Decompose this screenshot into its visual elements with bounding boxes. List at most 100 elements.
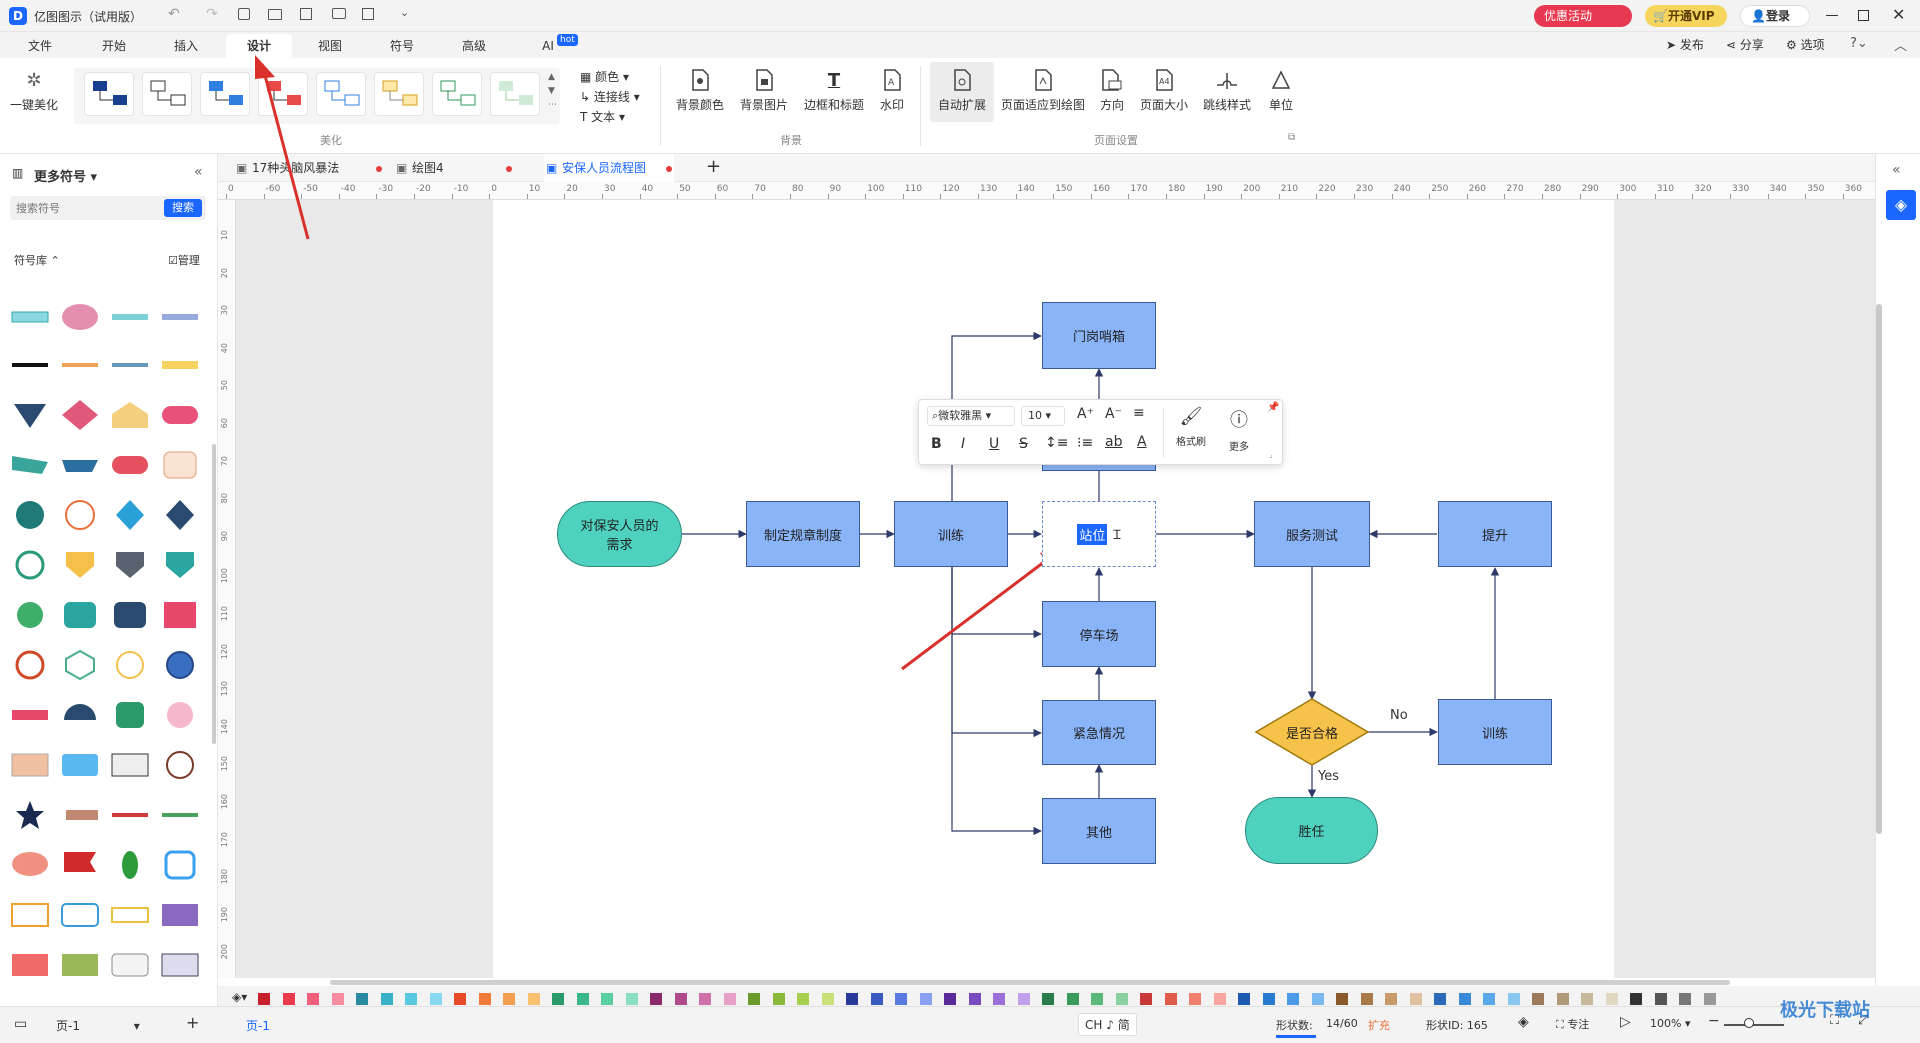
theme-style-8[interactable] [490,72,540,116]
fit-page-button[interactable]: 页面适应到绘图 [1000,68,1086,113]
symbol-card-blue[interactable] [60,750,100,780]
color-swatch[interactable] [1164,993,1177,1005]
play-icon[interactable]: ▷ [1620,1014,1631,1030]
symbol-badge-pink[interactable] [60,302,100,332]
color-swatch[interactable] [625,993,638,1005]
fullscreen-icon[interactable]: ⤢ [1858,1013,1869,1028]
collapse-ribbon-icon[interactable]: ︿ [1894,39,1908,54]
zoom-slider[interactable] [1724,1024,1784,1026]
color-swatch[interactable] [1507,993,1520,1005]
redo-icon[interactable]: ↷ [206,6,218,22]
manage-button[interactable]: ☑管理 [168,254,200,267]
symbol-circle-green[interactable] [10,550,50,580]
menu-insert[interactable]: 插入 [173,39,198,53]
color-swatch[interactable] [944,993,956,1005]
close-icon[interactable]: ✕ [1892,5,1906,24]
color-swatch[interactable] [993,993,1005,1005]
node-post-selected[interactable]: 站位 Ɪ [1042,501,1156,567]
symbol-hex-green[interactable] [60,649,100,681]
node-post-text[interactable]: 站位 [1077,523,1108,545]
color-swatch[interactable] [405,993,417,1005]
color-swatch[interactable] [258,993,270,1005]
menu-view[interactable]: 视图 [317,39,342,53]
symbol-circle-orange[interactable] [60,500,100,530]
color-swatch[interactable] [1679,993,1691,1005]
restore-icon[interactable] [1858,10,1869,21]
style-panel-button[interactable]: ◈ [1886,190,1916,220]
color-swatch[interactable] [821,993,834,1005]
page-setup-dialog-icon[interactable]: ⧉ [1288,132,1296,143]
add-page-icon[interactable]: + [186,1013,200,1032]
symbol-search-input[interactable] [16,199,156,217]
theme-style-1[interactable] [84,72,134,116]
bold-icon[interactable]: B [931,436,942,452]
more-symbols-title[interactable]: 更多符号 ▾ [34,170,98,185]
color-swatch[interactable] [1017,993,1030,1005]
symbol-label-red[interactable] [160,400,200,430]
color-swatch[interactable] [380,993,393,1005]
horizontal-scrollbar[interactable] [330,980,1730,985]
symbol-circle-yellow[interactable] [110,650,150,680]
color-swatch[interactable] [601,993,613,1005]
symbol-line-yellow[interactable] [160,350,200,380]
theme-style-2[interactable] [142,72,192,116]
color-swatch[interactable] [1042,993,1054,1005]
color-swatch[interactable] [1483,993,1495,1005]
connector-menu[interactable]: ↳ 连接线 ▾ [580,90,640,104]
color-swatch[interactable] [307,993,319,1005]
symbol-star-blue[interactable] [110,500,150,530]
theme-style-6[interactable] [374,72,424,116]
fill-bucket-icon[interactable]: ◈▾ [232,990,248,1004]
node-gate[interactable]: 门岗哨箱 [1042,302,1156,369]
vertical-scrollbar[interactable] [1876,304,1882,834]
color-swatch[interactable] [576,993,589,1005]
publish-button[interactable]: ➤ 发布 [1666,38,1704,52]
italic-icon[interactable]: I [961,436,966,452]
symbol-frame-yellow[interactable] [110,900,150,930]
color-swatch[interactable] [1189,993,1201,1005]
symbol-frame-pink[interactable] [160,600,200,630]
one-click-beautify-button[interactable]: ✲ 一键美化 [10,68,58,113]
color-swatch[interactable] [919,993,932,1005]
symbol-shield-gray[interactable] [110,550,150,580]
doc-tab-security-flow[interactable]: ▣安保人员流程图 [544,154,674,182]
color-swatch[interactable] [1532,993,1544,1005]
line-spacing-icon[interactable]: ↕≡ [1045,435,1069,451]
symbol-shield-teal[interactable] [160,550,200,580]
zoom-select[interactable]: 100% ▾ [1650,1017,1691,1030]
color-swatch[interactable] [895,993,907,1005]
color-swatch[interactable] [1287,993,1299,1005]
symbol-card-olive[interactable] [60,950,100,980]
underline-icon[interactable]: U [989,436,1000,452]
symbol-line-green[interactable] [160,800,200,830]
color-swatch[interactable] [1140,993,1152,1005]
color-swatch[interactable] [1262,993,1275,1005]
symbol-shield-yellow[interactable] [60,550,100,580]
color-swatch[interactable] [699,993,711,1005]
node-parking[interactable]: 停车场 [1042,601,1156,667]
increase-font-icon[interactable]: A⁺ [1077,406,1094,422]
symbol-card-red[interactable] [10,950,50,980]
auto-expand-button[interactable]: 自动扩展 [930,62,994,122]
font-family-select[interactable]: ⌕微软雅黑 ▾ [927,406,1015,426]
symbol-bubble-salmon[interactable] [10,850,50,880]
expand-right-panel-icon[interactable]: « [1892,162,1901,178]
format-painter-button[interactable]: 🖌格式刷 [1171,406,1211,448]
node-rules[interactable]: 制定规章制度 [746,501,860,567]
symbol-umbrella-navy[interactable] [60,700,100,730]
color-menu[interactable]: ▦ 颜色 ▾ [580,70,630,84]
new-icon[interactable] [238,8,250,20]
fit-window-icon[interactable]: ⛶ [1830,1013,1840,1028]
jump-style-button[interactable]: 跳线样式 [1200,68,1254,113]
layers-icon[interactable]: ◈ [1518,1014,1529,1030]
symbol-frame-blue[interactable] [160,850,200,880]
color-swatch[interactable] [1630,993,1642,1005]
symbol-badge-green[interactable] [110,700,150,730]
color-swatch[interactable] [331,993,344,1005]
theme-style-3[interactable] [200,72,250,116]
bg-color-button[interactable]: 背景颜色 [672,68,728,113]
page-select[interactable]: 页-1 ▾ [56,1019,140,1033]
